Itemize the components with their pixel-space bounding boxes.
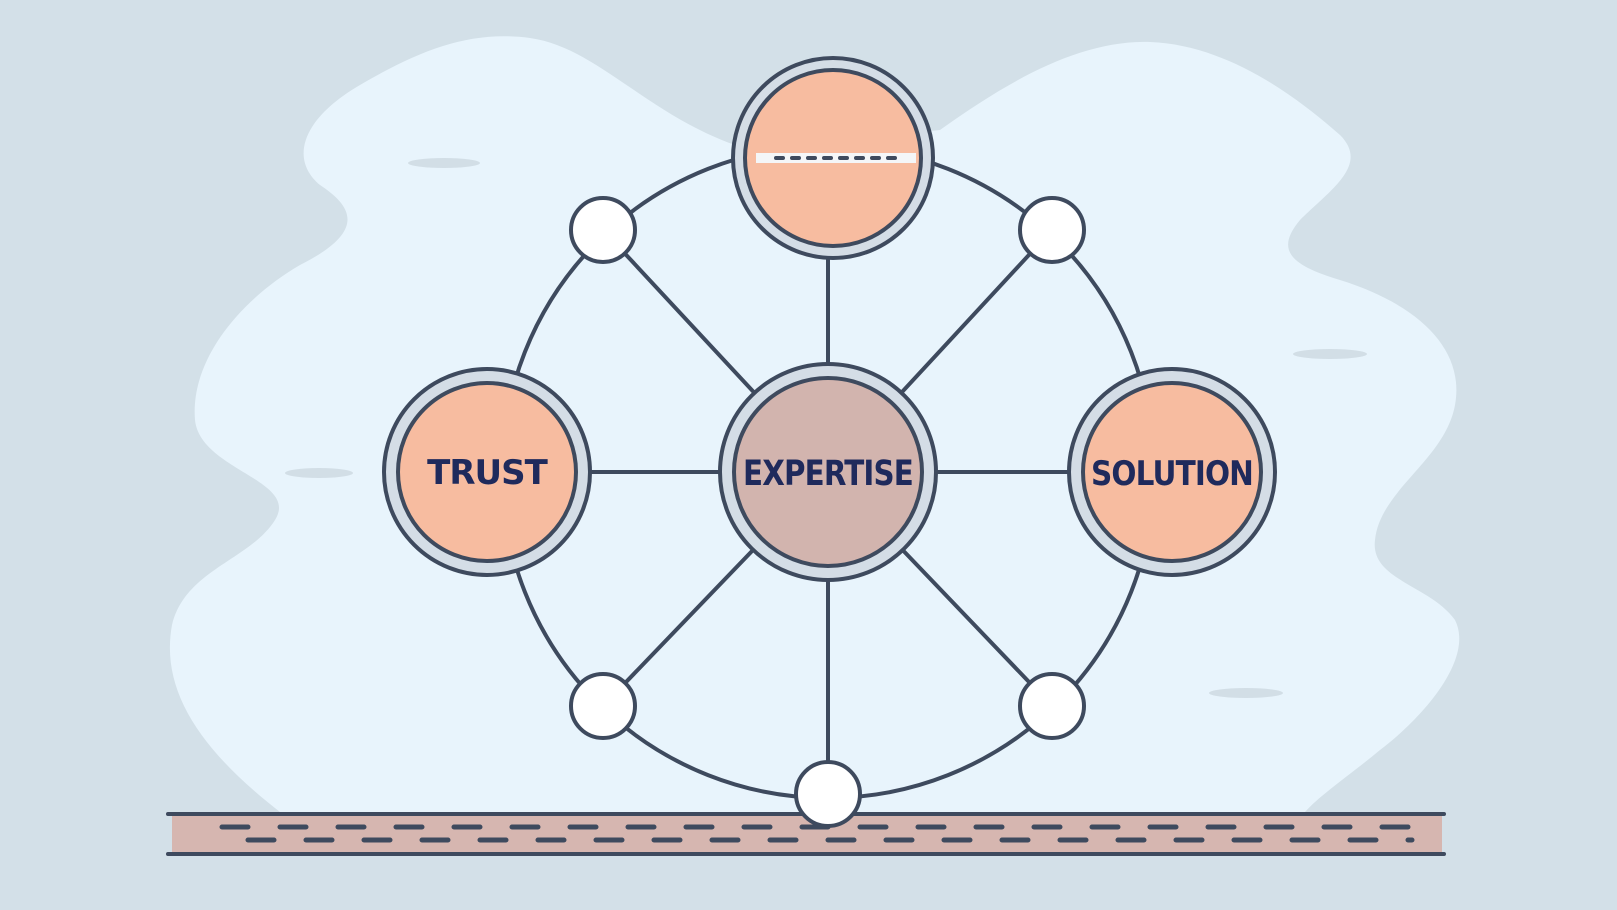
cloud-dash bbox=[1293, 349, 1367, 359]
cloud-dash bbox=[408, 158, 480, 168]
small-node-bottom bbox=[794, 760, 862, 828]
small-nodes bbox=[569, 196, 1086, 740]
small-node-top-right bbox=[1018, 196, 1086, 264]
node-right-label: SOLUTION bbox=[1091, 454, 1253, 494]
small-node-top-left bbox=[569, 196, 637, 264]
cloud-dash bbox=[285, 468, 353, 478]
small-node-bottom-left bbox=[569, 672, 637, 740]
small-node-bottom-right bbox=[1018, 672, 1086, 740]
node-top bbox=[731, 56, 935, 260]
base-bar bbox=[166, 812, 1446, 856]
node-left-label: TRUST bbox=[427, 453, 548, 493]
node-left: TRUST bbox=[382, 367, 592, 577]
cloud-dash bbox=[1209, 688, 1283, 698]
node-right: SOLUTION bbox=[1067, 367, 1277, 577]
redaction-bar bbox=[756, 153, 916, 163]
node-center: EXPERTISE bbox=[718, 362, 938, 582]
node-center-label: EXPERTISE bbox=[743, 454, 913, 494]
